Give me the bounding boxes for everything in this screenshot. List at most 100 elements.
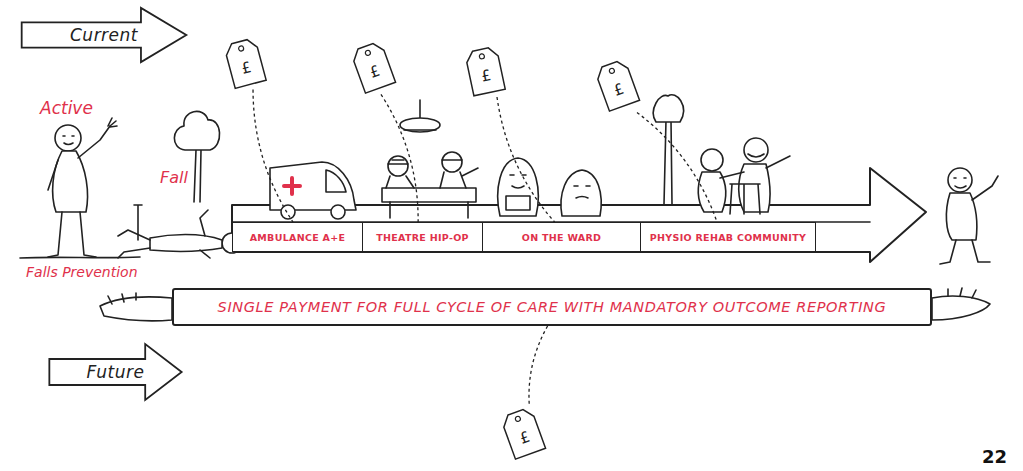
state-label: Active <box>40 98 93 118</box>
tag-shape <box>465 46 505 96</box>
node-text-group: AMBULANCE A+E <box>250 232 346 243</box>
operating-theatre <box>388 156 408 176</box>
node-text: PHYSIO REHAB COMMUNITY <box>650 232 806 243</box>
active-person <box>48 160 58 190</box>
ward-patients <box>506 196 530 210</box>
physio-scene <box>653 95 683 122</box>
recovered-person <box>940 168 998 264</box>
ambulance <box>284 178 300 194</box>
fallen-person <box>150 235 222 252</box>
hanging-string <box>253 90 293 222</box>
active-person <box>63 136 74 145</box>
payment-banner: SINGLE PAYMENT FOR FULL CYCLE OF CARE WI… <box>172 288 932 326</box>
operating-theatre <box>388 160 408 164</box>
hanging-string <box>637 112 717 222</box>
tag-shape <box>500 407 545 459</box>
pathway-stage: ON THE WARD <box>482 222 641 252</box>
recovered-person <box>972 176 998 200</box>
operating-theatre <box>386 176 414 188</box>
ward-patients <box>498 158 601 216</box>
string-line <box>637 112 717 222</box>
node-text: THEATRE HIP-OP <box>376 232 469 243</box>
event-label: Fall <box>160 168 188 187</box>
tag-hole <box>238 45 244 51</box>
operating-theatre <box>382 188 476 202</box>
operating-theatre <box>419 100 421 118</box>
tag-hole <box>365 50 371 56</box>
operating-theatre <box>442 159 462 161</box>
price-tag: £ <box>499 406 547 461</box>
string-line <box>497 97 555 222</box>
tag-hole <box>515 416 521 422</box>
arrow-shape <box>49 344 181 400</box>
tree <box>174 111 219 202</box>
ambulance <box>326 170 346 192</box>
operating-theatre <box>382 100 478 218</box>
ground-line <box>20 257 140 258</box>
ward-patients <box>574 186 590 198</box>
fallen-person <box>200 210 210 258</box>
physio-scene <box>748 154 764 157</box>
ground-line <box>20 205 142 258</box>
active-person <box>78 126 110 158</box>
ambulance <box>270 162 356 210</box>
tag-shape <box>594 59 639 111</box>
recovered-person <box>940 240 990 264</box>
node-text: SINGLE PAYMENT FOR FULL CYCLE OF CARE WI… <box>218 299 887 315</box>
ambulance <box>331 205 345 219</box>
tree <box>194 150 201 202</box>
node-text: AMBULANCE A+E <box>250 232 346 243</box>
active-person <box>108 118 117 127</box>
prevention-label: Falls Prevention <box>26 264 138 280</box>
physio-scene <box>701 149 723 171</box>
tag-shape <box>224 38 266 89</box>
page-number: 22 <box>982 446 1007 467</box>
ambulance <box>270 162 356 219</box>
active-person <box>48 212 96 257</box>
hanging-string <box>497 97 555 222</box>
tag-hole <box>609 68 615 74</box>
string-line <box>529 326 548 406</box>
node-text-group: Current <box>70 25 138 45</box>
direction-arrow: Current <box>20 6 188 64</box>
physio-scene <box>664 120 672 204</box>
holding-hands <box>932 296 990 320</box>
node-text: Current <box>70 25 138 45</box>
pathway-stage: PHYSIO REHAB COMMUNITY <box>640 222 816 252</box>
pathway-stage: AMBULANCE A+E <box>232 222 363 252</box>
pathway-stage: THEATRE HIP-OP <box>362 222 483 252</box>
fallen-person <box>118 230 150 258</box>
node-text: Future <box>87 362 145 382</box>
direction-arrow: Future <box>48 342 183 402</box>
arrow-shape <box>22 8 187 62</box>
node-text-group: ON THE WARD <box>522 232 601 243</box>
operating-theatre <box>442 152 462 172</box>
tag-shape <box>350 41 395 93</box>
node-text-group: Future <box>87 362 145 382</box>
physio-scene <box>730 184 760 214</box>
operating-theatre <box>400 118 440 132</box>
string-line <box>253 90 293 222</box>
tag-hole <box>479 53 485 59</box>
holding-hands <box>108 293 136 304</box>
physio-scene <box>720 156 790 178</box>
operating-theatre <box>404 129 436 131</box>
hanging-string <box>381 94 418 222</box>
string-line <box>381 94 418 222</box>
price-tag: £ <box>349 40 397 95</box>
node-text-group: PHYSIO REHAB COMMUNITY <box>650 232 806 243</box>
tree <box>174 111 219 150</box>
price-tag: £ <box>223 36 268 89</box>
active-person <box>48 118 117 257</box>
node-text: ON THE WARD <box>522 232 601 243</box>
recovered-person <box>954 178 966 188</box>
recovered-person <box>948 168 972 192</box>
fallen-person <box>118 210 242 258</box>
physio-scene <box>744 138 768 162</box>
node-text-group: SINGLE PAYMENT FOR FULL CYCLE OF CARE WI… <box>218 299 887 315</box>
ward-patients <box>561 170 601 216</box>
active-person <box>55 125 81 151</box>
price-tag: £ <box>464 45 507 97</box>
hanging-string <box>529 326 548 406</box>
operating-theatre <box>440 168 478 188</box>
